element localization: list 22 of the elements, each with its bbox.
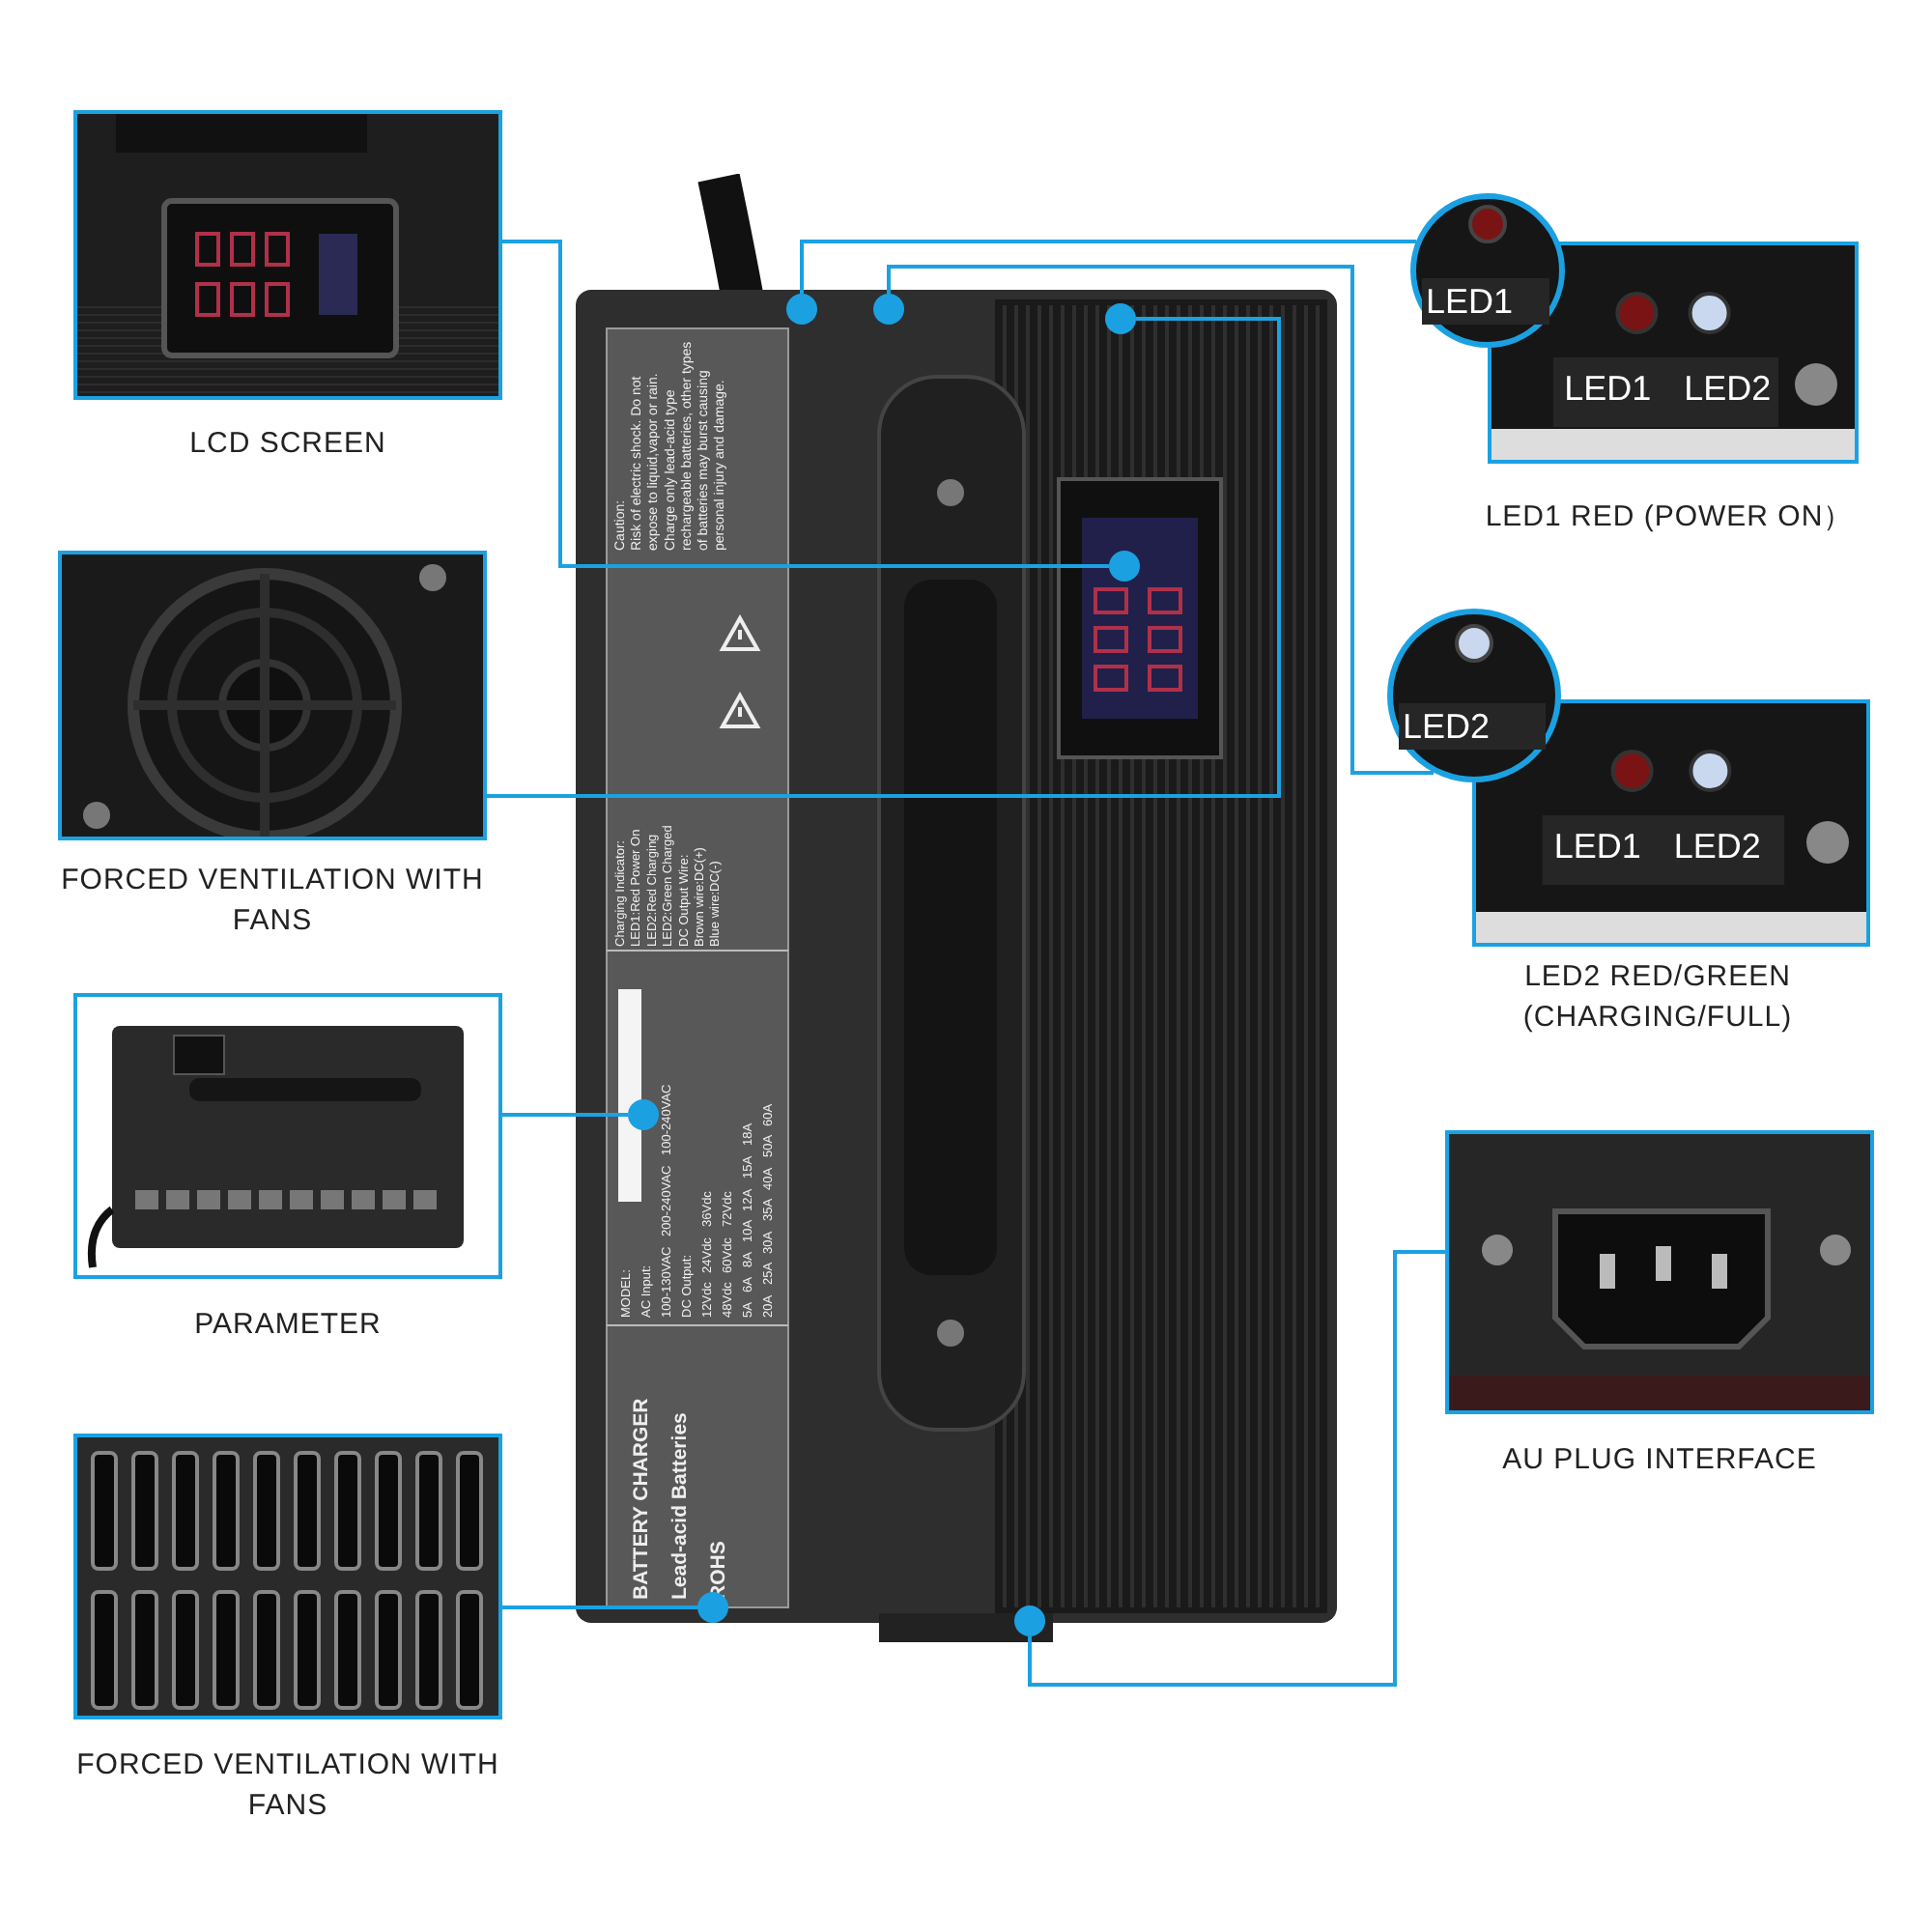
leader-line xyxy=(1028,1250,1445,1687)
product-text: BATTERY CHARGER xyxy=(630,1398,653,1600)
callout-caption: LCD SCREEN xyxy=(187,425,388,464)
leader-line xyxy=(502,1113,628,1117)
leader-line xyxy=(887,265,1434,775)
led-label: LED2 xyxy=(1403,707,1491,746)
led-label: LED2 xyxy=(1673,827,1761,866)
callout-caption: PARAMETER xyxy=(192,1306,384,1345)
callout-caption: LED2 RED/GREEN (CHARGING/FULL) xyxy=(1520,958,1795,1037)
leader-line xyxy=(487,317,1281,798)
leader-line xyxy=(502,1605,697,1609)
led-label: LED1 xyxy=(1553,827,1641,866)
led-label: LED1 xyxy=(1426,282,1514,321)
callout-caption: FORCED VENTILATION WITH FANS xyxy=(59,862,486,941)
callout-caption: LED1 RED (POWER ON） xyxy=(1483,498,1856,537)
leader-line xyxy=(800,240,1416,294)
product-text: Lead-acid Batteries xyxy=(668,1412,692,1600)
callout-caption: FORCED VENTILATION WITH FANS xyxy=(74,1747,501,1826)
callout-caption: AU PLUG INTERFACE xyxy=(1500,1441,1819,1480)
leader-line xyxy=(502,240,1109,568)
led-label: LED1 xyxy=(1564,369,1652,408)
led-label: LED2 xyxy=(1684,369,1772,408)
